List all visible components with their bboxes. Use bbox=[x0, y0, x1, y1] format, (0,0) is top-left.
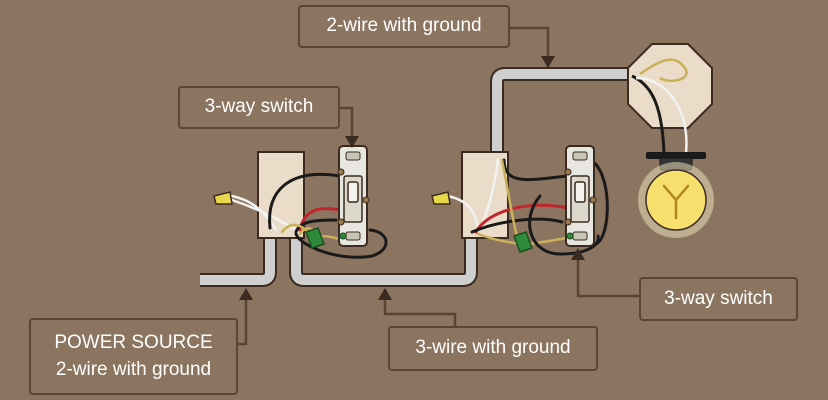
label-top-cable: 2-wire with ground bbox=[298, 5, 510, 48]
right-3-way-switch bbox=[564, 145, 597, 247]
right-wire-nut-yellow bbox=[431, 191, 451, 205]
power-source-cable bbox=[200, 236, 277, 287]
top-cable bbox=[490, 67, 632, 158]
label-middle-cable: 3-wire with ground bbox=[388, 326, 598, 371]
callout-leaders bbox=[238, 26, 639, 346]
label-switch-right: 3-way switch bbox=[639, 277, 798, 321]
right-junction-box bbox=[461, 151, 509, 239]
power-source-cable: 2-wire with ground bbox=[55, 358, 212, 380]
leader-power-source bbox=[238, 300, 248, 346]
leader-middle-cable bbox=[383, 300, 457, 326]
callout-arrowheads bbox=[239, 56, 585, 300]
leader-top-cable bbox=[510, 26, 550, 56]
right-box-wires bbox=[446, 158, 609, 256]
arrowhead-power-source bbox=[239, 288, 253, 300]
power-source-title: POWER SOURCE bbox=[54, 331, 213, 353]
arrowhead-switch-right bbox=[571, 248, 585, 260]
left-3-way-switch bbox=[337, 145, 370, 247]
arrowhead-top-cable bbox=[541, 56, 555, 68]
left-junction-box bbox=[257, 151, 305, 239]
leader-switch-left bbox=[340, 106, 354, 136]
label-power-source: POWER SOURCE 2-wire with ground bbox=[29, 318, 238, 395]
arrowhead-middle-cable bbox=[378, 288, 392, 300]
left-box-wires bbox=[230, 172, 388, 259]
left-wire-nut-green bbox=[305, 227, 325, 249]
light-fixture-box bbox=[627, 43, 713, 153]
left-wire-nut-yellow bbox=[213, 191, 233, 205]
leader-switch-right bbox=[576, 260, 639, 298]
arrowhead-switch-left bbox=[345, 136, 359, 148]
right-wire-nut-green bbox=[513, 231, 533, 253]
middle-cable bbox=[289, 236, 478, 287]
label-switch-left: 3-way switch bbox=[178, 86, 340, 129]
light-bulb-icon bbox=[638, 152, 714, 238]
